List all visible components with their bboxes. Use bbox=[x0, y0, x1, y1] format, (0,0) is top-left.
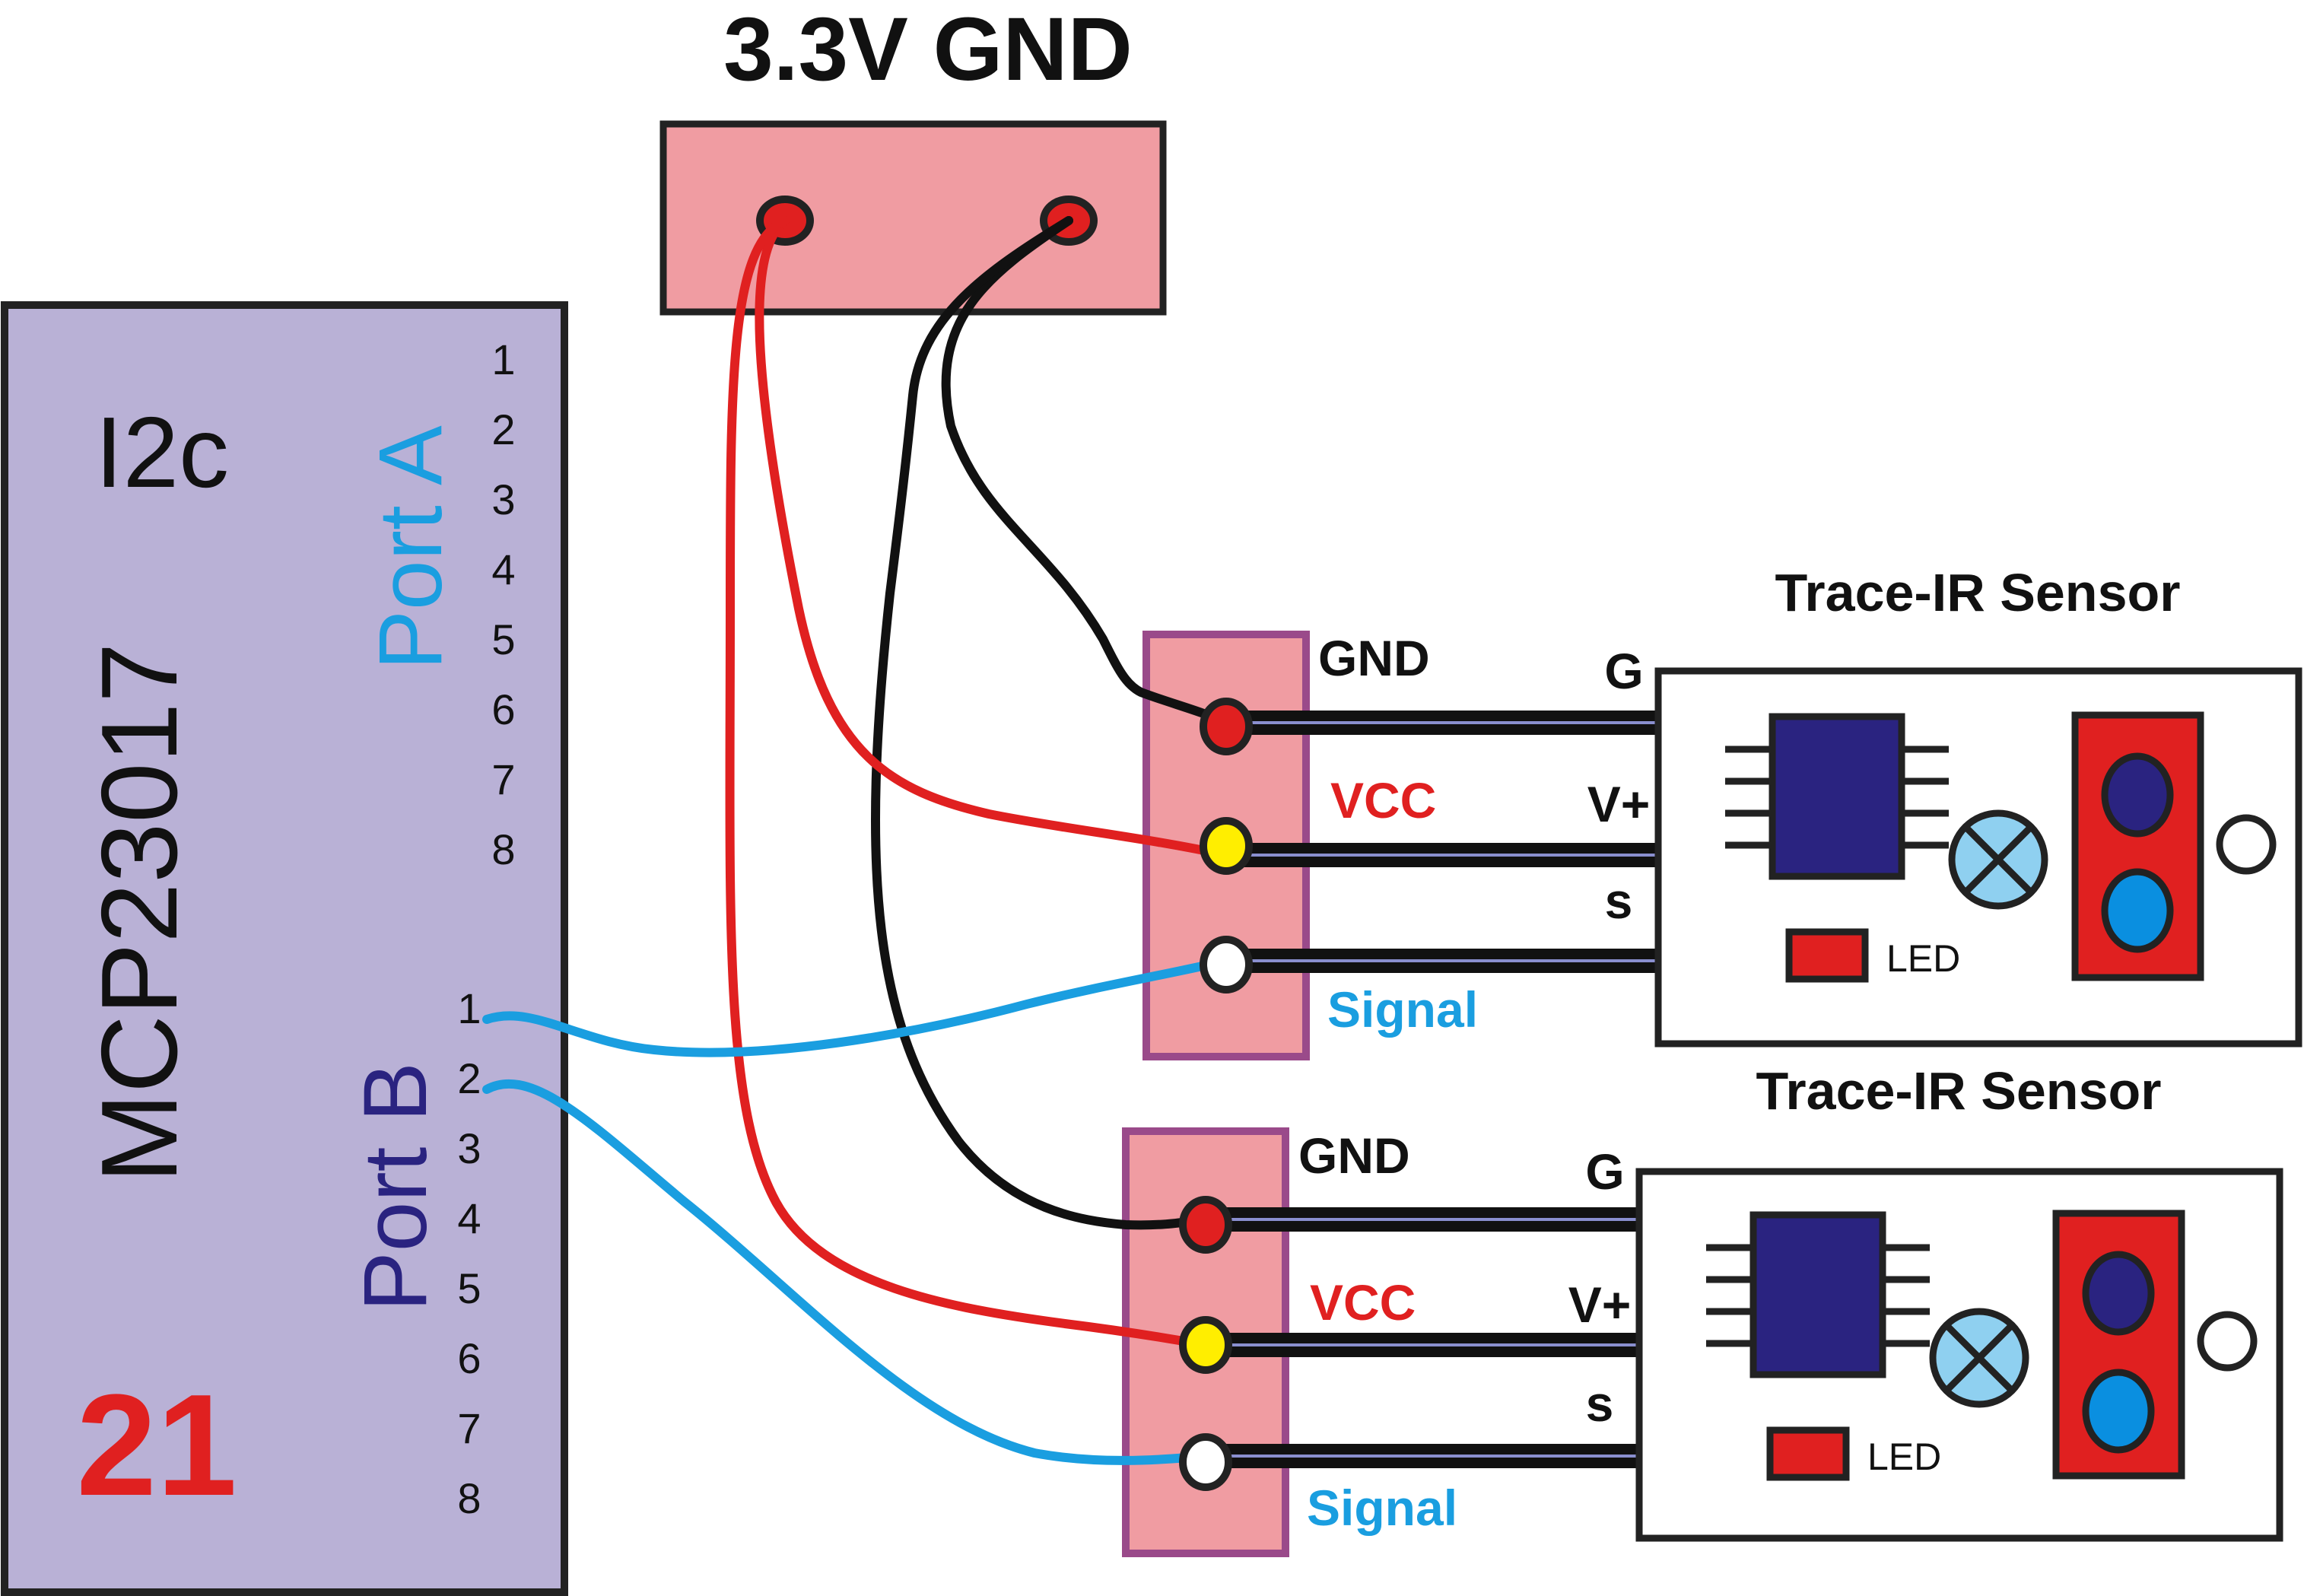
connector-1-vcc-label: VCC bbox=[1330, 772, 1436, 828]
sensor-1-pin-vplus-label: V+ bbox=[1587, 776, 1651, 832]
sensor-1-chip-icon bbox=[1725, 713, 1949, 880]
signal-wire-port-b-2 bbox=[482, 1079, 1210, 1465]
port-b-pin-5: 5 bbox=[457, 1264, 481, 1312]
sensor-2-emitter-icon bbox=[1929, 1308, 2029, 1408]
sensor-2-led-label: LED bbox=[1867, 1435, 1941, 1478]
connector-2-signal-label: Signal bbox=[1307, 1480, 1457, 1536]
signal-wire-port-b-1 bbox=[482, 956, 1231, 1057]
gnd-wire-to-connector-1 bbox=[941, 216, 1231, 727]
vcc-wire-to-connector-1 bbox=[755, 216, 1231, 860]
port-a-pin-7: 7 bbox=[491, 755, 515, 803]
sensor-2-led bbox=[1766, 1426, 1850, 1481]
connector-2-pins bbox=[1179, 1196, 1232, 1491]
sensor-2-pin-vplus-label: V+ bbox=[1568, 1276, 1632, 1333]
sensor-2-mount-hole bbox=[2197, 1311, 2258, 1372]
port-b-pin-list: 1 2 3 4 5 6 7 8 bbox=[457, 984, 481, 1522]
connector-1-signal-pin bbox=[1200, 936, 1253, 994]
cable-bundle-2 bbox=[1206, 1207, 1652, 1468]
gnd-wire-to-connector-2 bbox=[871, 216, 1210, 1230]
cable-bundle-1 bbox=[1226, 711, 1671, 973]
trace-ir-sensor-2: Trace-IR Sensor G V+ s LED bbox=[1568, 1061, 2283, 1542]
port-a-pin-6: 6 bbox=[491, 685, 515, 733]
sensor-2-title: Trace-IR Sensor bbox=[1756, 1061, 2162, 1121]
sensor-2-pin-g-label: G bbox=[1585, 1143, 1624, 1200]
sensor-1-led bbox=[1785, 928, 1869, 983]
port-a-pin-1: 1 bbox=[491, 335, 515, 383]
sensor-1-pin-s-label: s bbox=[1605, 873, 1633, 929]
wires bbox=[482, 216, 1231, 1465]
port-b-pin-7: 7 bbox=[457, 1404, 481, 1452]
mcp-board-body bbox=[1, 301, 568, 1596]
connector-1-pins bbox=[1200, 698, 1253, 994]
sensor-1-pin-g-label: G bbox=[1604, 643, 1643, 699]
port-b-label: Port B bbox=[345, 1062, 446, 1311]
port-a-label: Port A bbox=[361, 425, 461, 670]
connector-2-gnd-label: GND bbox=[1298, 1127, 1410, 1184]
connector-2-vcc-pin bbox=[1179, 1316, 1232, 1374]
power-header: 3.3V GND bbox=[659, 0, 1167, 316]
sensor-2-chip-icon bbox=[1706, 1211, 1930, 1378]
address-label: 21 bbox=[76, 1365, 237, 1526]
port-a-pin-4: 4 bbox=[491, 545, 515, 593]
connector-2-gnd-pin bbox=[1179, 1196, 1232, 1254]
sensor-1-emitter-icon bbox=[1948, 809, 2048, 910]
port-a-pin-3: 3 bbox=[491, 475, 515, 523]
sensor-1-mount-hole bbox=[2216, 814, 2277, 875]
port-b-pin-2: 2 bbox=[457, 1054, 481, 1102]
port-a-pin-8: 8 bbox=[491, 825, 515, 873]
vcc-wire-to-connector-2 bbox=[725, 216, 1210, 1350]
port-b-pin-6: 6 bbox=[457, 1334, 481, 1382]
port-b-pin-4: 4 bbox=[457, 1194, 481, 1242]
trace-ir-sensor-1: Trace-IR Sensor G V+ s LED bbox=[1587, 563, 2302, 1048]
port-b-pin-1: 1 bbox=[457, 984, 481, 1032]
port-a-pin-list: 1 2 3 4 5 6 7 8 bbox=[491, 335, 515, 873]
sensor-1-led-label: LED bbox=[1886, 937, 1960, 980]
port-a-pin-2: 2 bbox=[491, 405, 515, 453]
port-b-pin-3: 3 bbox=[457, 1124, 481, 1172]
i2c-label: I2c bbox=[95, 396, 229, 508]
sensor-2-pin-s-label: s bbox=[1586, 1375, 1614, 1432]
sensor-1-ir-pair-icon bbox=[2071, 711, 2204, 981]
port-b-pin-8: 8 bbox=[457, 1474, 481, 1522]
port-a-pin-5: 5 bbox=[491, 615, 515, 663]
connector-1-vcc-pin bbox=[1200, 817, 1253, 875]
connector-1-gnd-pin bbox=[1200, 698, 1253, 755]
connector-1-signal-label: Signal bbox=[1327, 981, 1478, 1038]
connector-1-gnd-label: GND bbox=[1318, 630, 1430, 686]
connector-2-signal-pin bbox=[1179, 1433, 1232, 1491]
power-header-label: 3.3V GND bbox=[723, 0, 1133, 100]
connector-2-vcc-label: VCC bbox=[1310, 1274, 1416, 1331]
sensor-1-title: Trace-IR Sensor bbox=[1775, 563, 2181, 622]
sensor-2-ir-pair-icon bbox=[2052, 1210, 2185, 1480]
chip-name-label: MCP23017 bbox=[79, 643, 200, 1183]
